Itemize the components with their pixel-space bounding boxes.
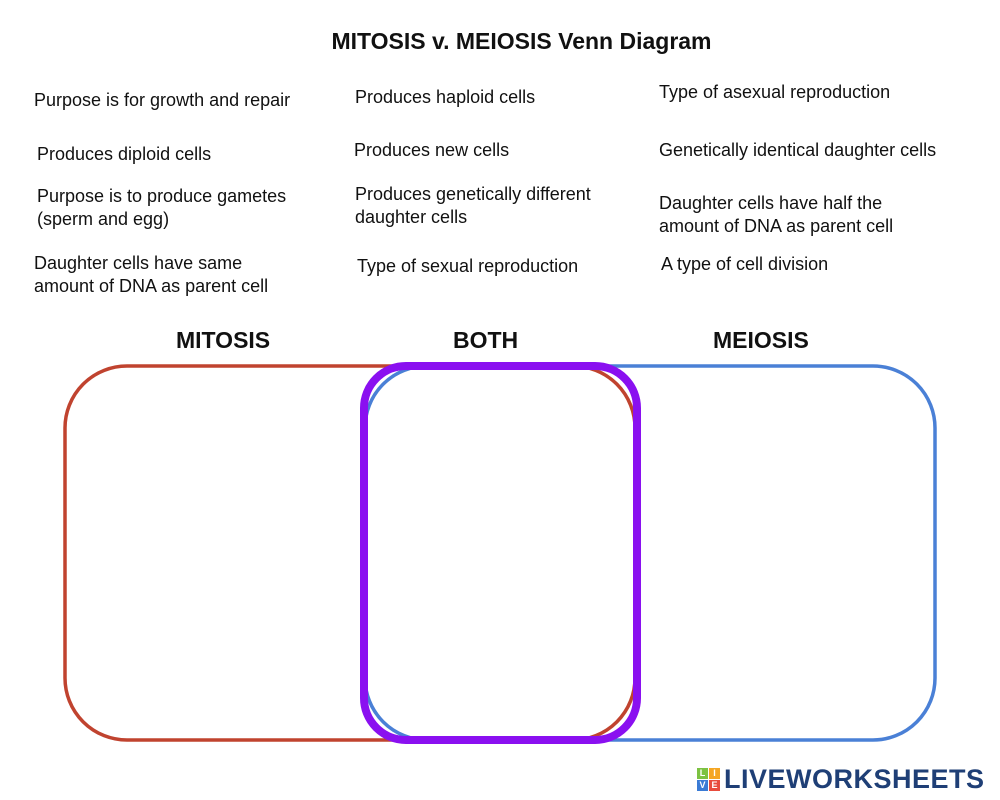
card-text: A type of cell division <box>661 254 829 274</box>
card-text: Produces haploid cells <box>355 87 536 107</box>
liveworksheets-brand: L I V E LIVEWORKSHEETS <box>697 764 985 794</box>
card-text: Genetically identical daughter cells <box>659 140 937 160</box>
meiosis-label: MEIOSIS <box>713 327 809 353</box>
mitosis-drop-zone[interactable] <box>63 364 637 742</box>
meiosis-drop-zone[interactable] <box>363 364 937 742</box>
answer-card[interactable]: Purpose is to produce gametes (sperm and… <box>37 185 286 231</box>
liveworksheets-logo-icon: L I V E <box>697 767 720 791</box>
card-text: Produces diploid cells <box>37 144 212 164</box>
both-label: BOTH <box>453 327 519 353</box>
card-text: Daughter cells have same amount of DNA a… <box>34 253 269 296</box>
answer-card[interactable]: Purpose is for growth and repair <box>34 89 290 112</box>
card-text: Type of sexual reproduction <box>357 256 579 276</box>
card-text: Purpose is for growth and repair <box>34 90 291 110</box>
card-text: Purpose is to produce gametes (sperm and… <box>37 186 287 229</box>
answer-card[interactable]: Daughter cells have half the amount of D… <box>659 192 893 238</box>
answer-card[interactable]: Genetically identical daughter cells <box>659 139 936 162</box>
both-drop-zone[interactable] <box>360 362 641 744</box>
card-text: Type of asexual reproduction <box>659 82 891 102</box>
answer-card[interactable]: Produces diploid cells <box>37 143 211 166</box>
answer-card[interactable]: Type of sexual reproduction <box>357 255 578 278</box>
page-title: MITOSIS v. MEIOSIS Venn Diagram <box>331 28 712 54</box>
answer-card[interactable]: Produces new cells <box>354 139 509 162</box>
mitosis-label: MITOSIS <box>176 327 271 353</box>
answer-card[interactable]: Produces haploid cells <box>355 86 535 109</box>
card-text: Daughter cells have half the amount of D… <box>659 193 894 236</box>
answer-card[interactable]: Daughter cells have same amount of DNA a… <box>34 252 268 298</box>
answer-card[interactable]: A type of cell division <box>661 253 828 276</box>
brand-name: LIVEWORKSHEETS <box>724 763 985 794</box>
card-text: Produces genetically different daughter … <box>355 184 591 227</box>
card-text: Produces new cells <box>354 140 510 160</box>
answer-card[interactable]: Produces genetically different daughter … <box>355 183 591 229</box>
answer-card[interactable]: Type of asexual reproduction <box>659 81 890 104</box>
